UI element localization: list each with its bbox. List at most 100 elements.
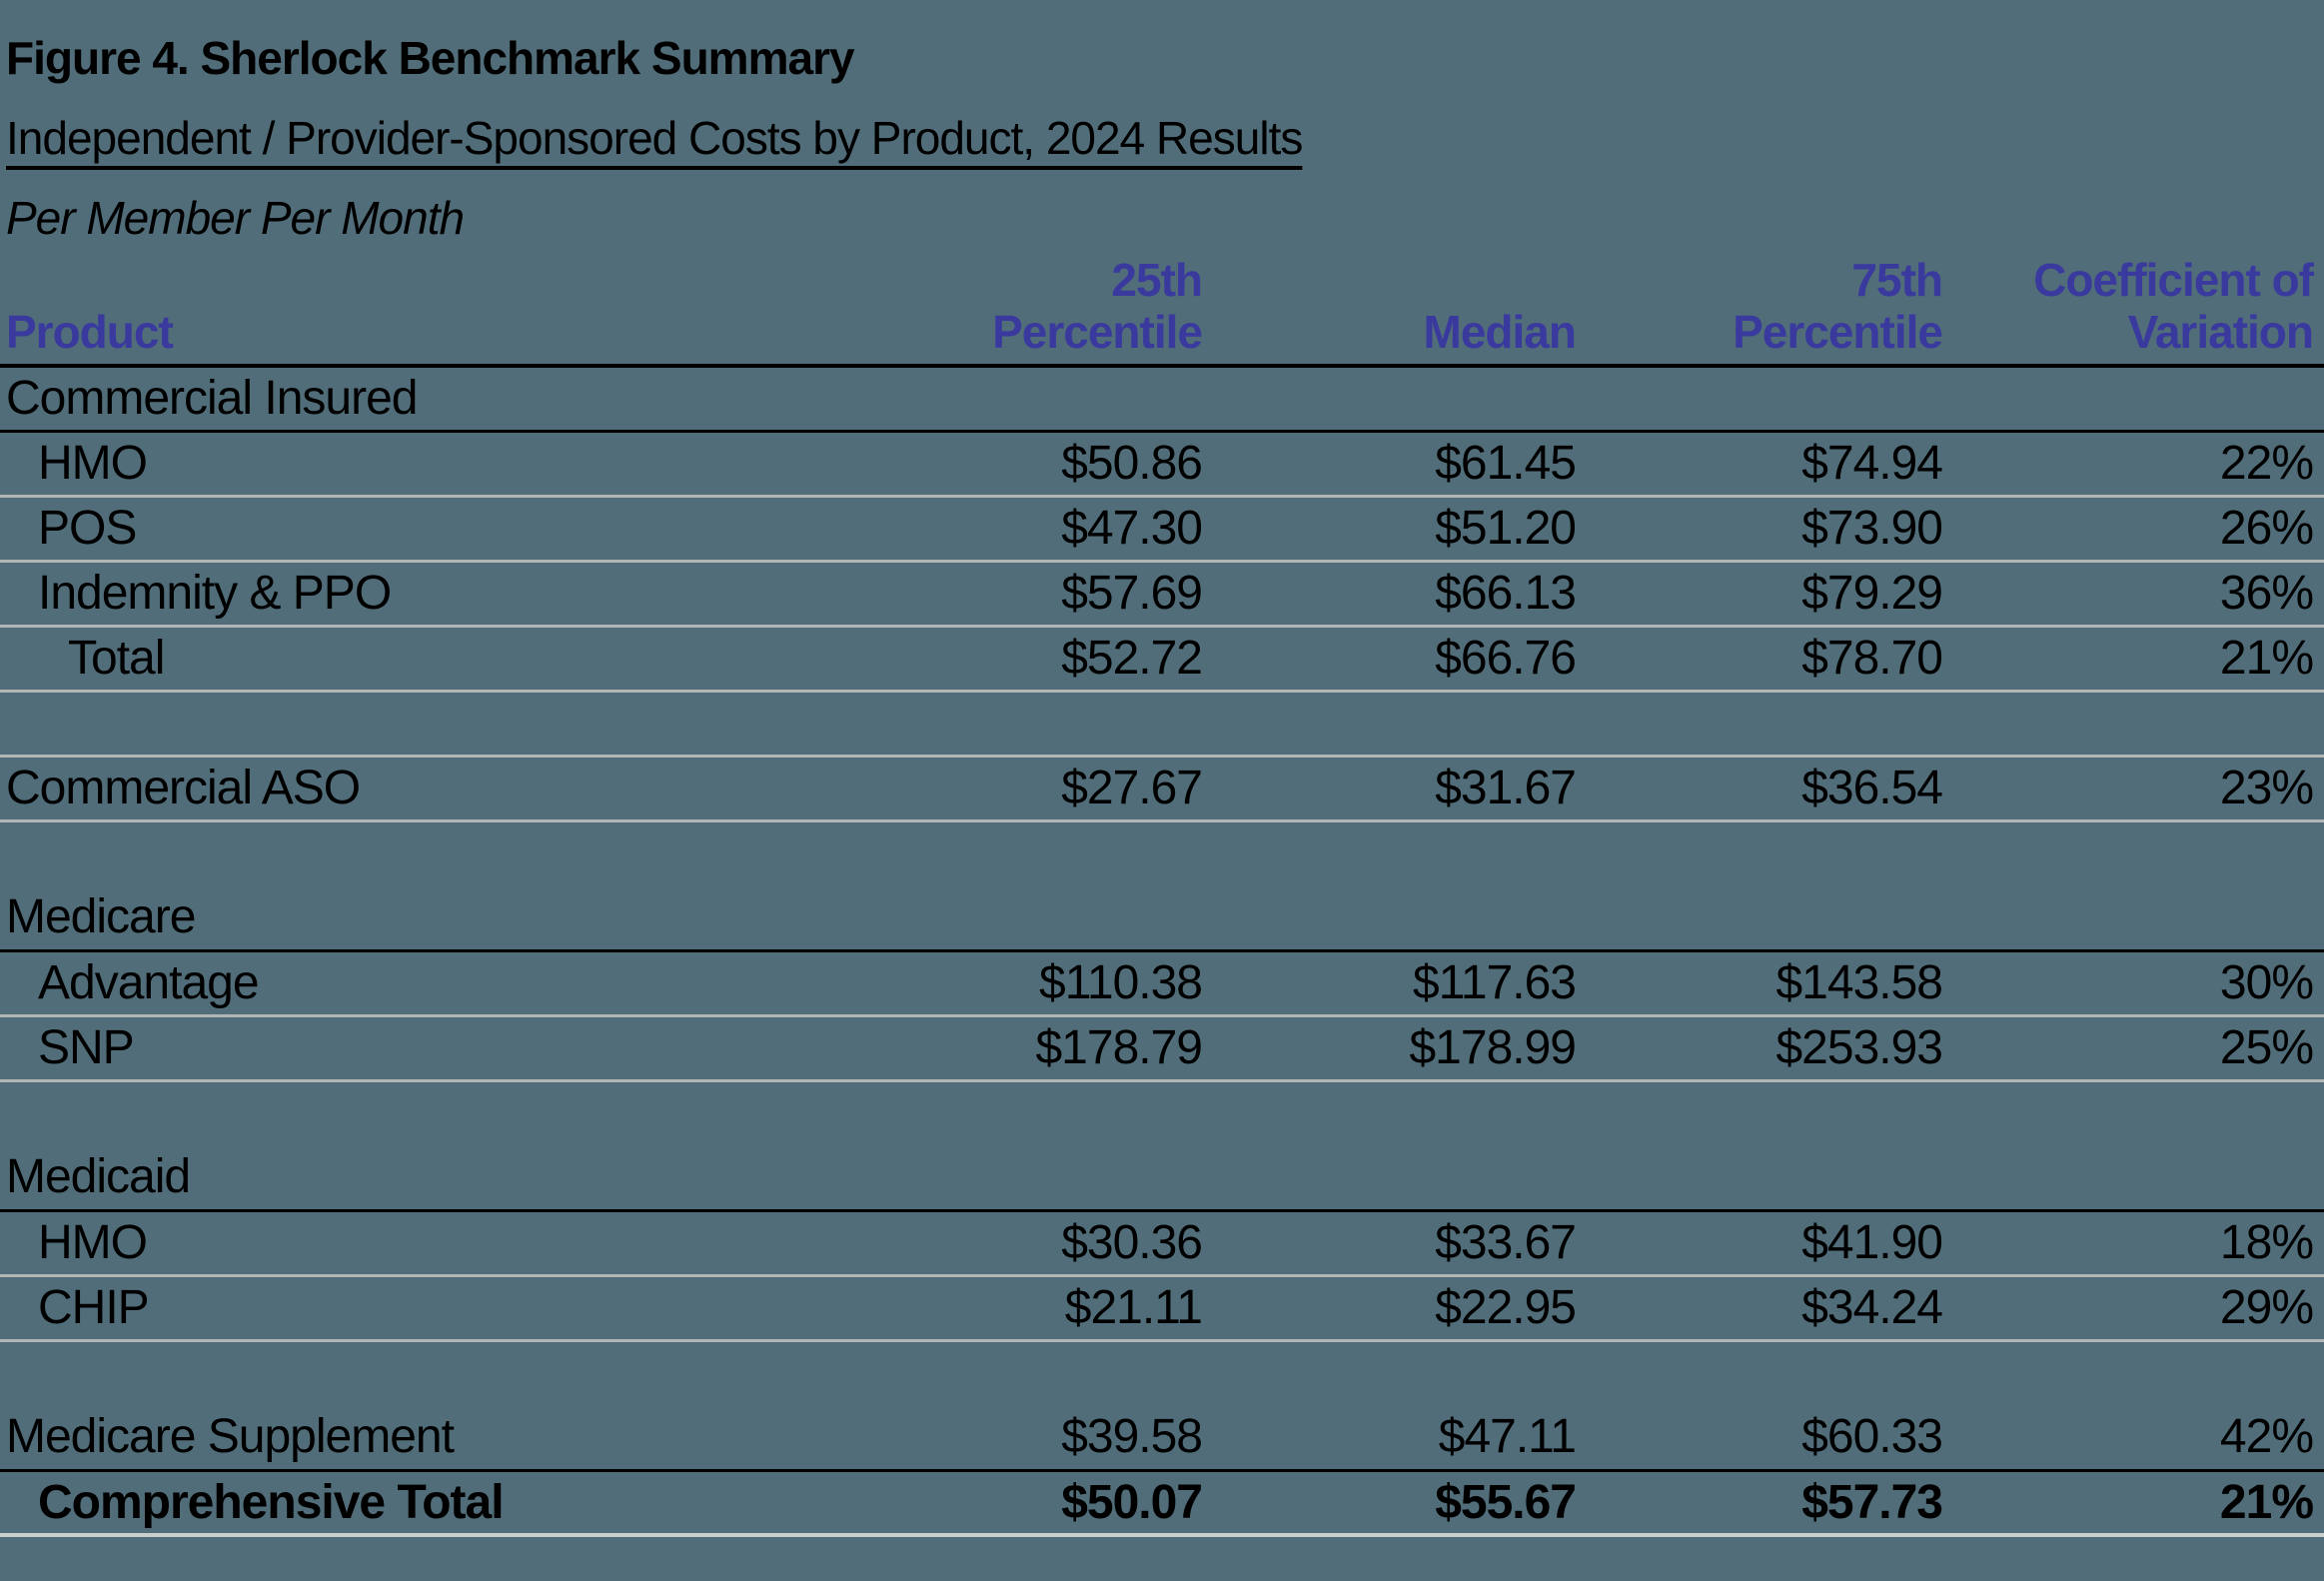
cell-cov: 29%	[1942, 1275, 2324, 1342]
cell-p75: $79.29	[1576, 561, 1943, 628]
cell-p75	[1576, 1145, 1942, 1212]
cell-p25: $110.38	[899, 950, 1203, 1017]
header-line: Coefficient of	[2033, 254, 2314, 307]
cell-p25: $50.86	[899, 431, 1203, 498]
row-label: Commercial ASO	[0, 756, 899, 822]
cell-p25: $50.07	[899, 1470, 1203, 1538]
cell-p25: $57.69	[899, 561, 1203, 628]
row-label	[0, 1080, 899, 1145]
header-line: Percentile	[992, 306, 1203, 359]
cell-p25	[899, 366, 1202, 433]
cell-p75: $78.70	[1576, 626, 1943, 693]
table-row: Commercial Insured	[0, 366, 2324, 433]
cell-median: $178.99	[1202, 1015, 1577, 1082]
cell-cov	[1942, 691, 2324, 758]
cell-median	[1202, 885, 1576, 952]
cell-p75: $253.93	[1576, 1015, 1943, 1082]
column-header-coefficient-of-variation: Coefficient of Variation	[1942, 254, 2324, 369]
cell-p25	[899, 1340, 1202, 1405]
row-label	[0, 1340, 899, 1405]
cell-p75	[1576, 366, 1942, 433]
row-label: Medicare Supplement	[0, 1405, 899, 1472]
cell-p25	[899, 885, 1202, 952]
cell-p75: $60.33	[1576, 1405, 1943, 1472]
cell-cov: 22%	[1942, 431, 2324, 498]
spacer-row	[0, 1080, 2324, 1145]
cell-cov: 18%	[1942, 1210, 2324, 1277]
header-line: Percentile	[1733, 306, 1943, 359]
cell-median: $61.45	[1202, 431, 1577, 498]
header-line: 25th	[1111, 254, 1203, 307]
section-label: Medicaid	[0, 1145, 899, 1212]
cell-p75: $41.90	[1576, 1210, 1943, 1277]
cell-median: $33.67	[1202, 1210, 1577, 1277]
cell-p25: $47.30	[899, 496, 1203, 563]
cell-median: $22.95	[1202, 1275, 1577, 1342]
cell-p25	[899, 1145, 1202, 1212]
cell-cov: 21%	[1942, 1470, 2324, 1538]
cell-cov: 36%	[1942, 561, 2324, 628]
row-label: Comprehensive Total	[0, 1470, 899, 1538]
cell-median: $51.20	[1202, 496, 1577, 563]
cell-median	[1202, 820, 1576, 885]
cell-p75: $74.94	[1576, 431, 1943, 498]
cell-p75	[1576, 1340, 1942, 1405]
header-line: Variation	[2127, 306, 2314, 359]
cell-p75: $36.54	[1576, 756, 1943, 822]
cell-median: $66.76	[1202, 626, 1577, 693]
cell-p25	[899, 820, 1202, 885]
column-header-25th-percentile: 25th Percentile	[899, 254, 1203, 369]
benchmark-table: Product 25th Percentile Median 75th Perc…	[0, 254, 2324, 1538]
cell-median: $55.67	[1202, 1470, 1577, 1538]
cell-cov	[1942, 820, 2324, 885]
cell-p25	[899, 691, 1202, 758]
header-line: 75th	[1851, 254, 1943, 307]
cell-median	[1202, 691, 1576, 758]
cell-median	[1202, 1145, 1576, 1212]
cell-p75: $73.90	[1576, 496, 1943, 563]
cell-p25: $178.79	[899, 1015, 1203, 1082]
column-header-product: Product	[0, 254, 899, 369]
cell-cov: 25%	[1942, 1015, 2324, 1082]
cell-p25: $21.11	[899, 1275, 1203, 1342]
cell-p75	[1576, 691, 1942, 758]
cell-cov: 23%	[1942, 756, 2324, 822]
row-label: SNP	[0, 1015, 899, 1082]
section-label: Medicare	[0, 885, 899, 952]
title-block: Figure 4. Sherlock Benchmark Summary Ind…	[0, 32, 2324, 244]
cell-p25: $52.72	[899, 626, 1203, 693]
cell-cov	[1942, 1080, 2324, 1145]
cell-median: $66.13	[1202, 561, 1577, 628]
cell-median	[1202, 366, 1576, 433]
cell-p75	[1576, 1080, 1942, 1145]
cell-p75: $57.73	[1576, 1470, 1943, 1538]
section-label: Commercial Insured	[0, 366, 899, 433]
row-label: Indemnity & PPO	[0, 561, 899, 628]
cell-p25	[899, 1080, 1202, 1145]
row-label	[0, 820, 899, 885]
cell-cov: 26%	[1942, 496, 2324, 563]
cell-cov	[1942, 1340, 2324, 1405]
cell-p25: $30.36	[899, 1210, 1203, 1277]
cell-median: $117.63	[1202, 950, 1577, 1017]
column-header-75th-percentile: 75th Percentile	[1576, 254, 1943, 369]
cell-p75: $34.24	[1576, 1275, 1943, 1342]
cell-p25: $27.67	[899, 756, 1203, 822]
figure-title: Figure 4. Sherlock Benchmark Summary	[6, 32, 855, 84]
spacer-row	[0, 1340, 2324, 1405]
cell-median	[1202, 1340, 1576, 1405]
cell-median	[1202, 1080, 1576, 1145]
table-row: Medicaid	[0, 1145, 2324, 1212]
cell-cov	[1942, 1145, 2324, 1212]
cell-cov: 30%	[1942, 950, 2324, 1017]
table-header: Product 25th Percentile Median 75th Perc…	[0, 254, 2324, 369]
